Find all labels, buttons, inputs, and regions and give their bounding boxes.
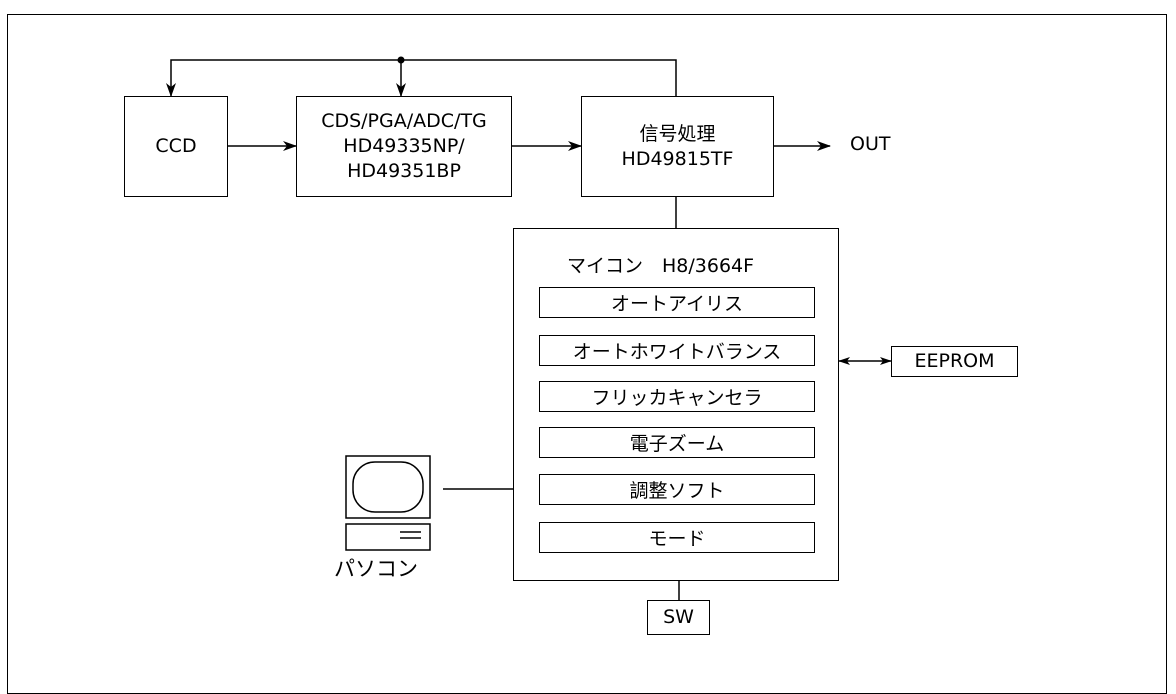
pc-base-icon xyxy=(345,523,431,551)
afe-block: CDS/PGA/ADC/TG HD49335NP/ HD49351BP xyxy=(296,96,512,197)
pc-label: パソコン xyxy=(334,557,418,581)
function-adjust-software: 調整ソフト xyxy=(539,474,815,505)
function-electronic-zoom: 電子ズーム xyxy=(539,427,815,458)
function-auto-white-balance: オートホワイトバランス xyxy=(539,335,815,366)
dsp-label-2: HD49815TF xyxy=(621,147,734,170)
out-label: OUT xyxy=(850,133,891,155)
computer-icon xyxy=(345,455,431,551)
sw-label: SW xyxy=(663,606,694,628)
function-mode: モード xyxy=(539,522,815,553)
connection-lines xyxy=(166,56,892,600)
function-auto-iris: オートアイリス xyxy=(539,287,815,318)
afe-label-2: HD49335NP/ xyxy=(343,135,465,157)
ccd-label: CCD xyxy=(155,135,197,157)
eeprom-block: EEPROM xyxy=(891,346,1018,377)
mcu-title: マイコン H8/3664F xyxy=(567,255,755,277)
bus-line xyxy=(166,59,677,97)
afe-label-1: CDS/PGA/ADC/TG xyxy=(321,110,487,132)
junction-dot xyxy=(397,56,405,64)
function-flicker-canceller: フリッカキャンセラ xyxy=(539,381,815,412)
ccd-block: CCD xyxy=(124,96,228,197)
dsp-block: 信号処理 HD49815TF xyxy=(581,96,774,197)
dsp-label-1: 信号処理 xyxy=(639,122,716,145)
afe-label-3: HD49351BP xyxy=(347,160,461,182)
eeprom-label: EEPROM xyxy=(914,350,995,372)
sw-block: SW xyxy=(647,600,710,635)
